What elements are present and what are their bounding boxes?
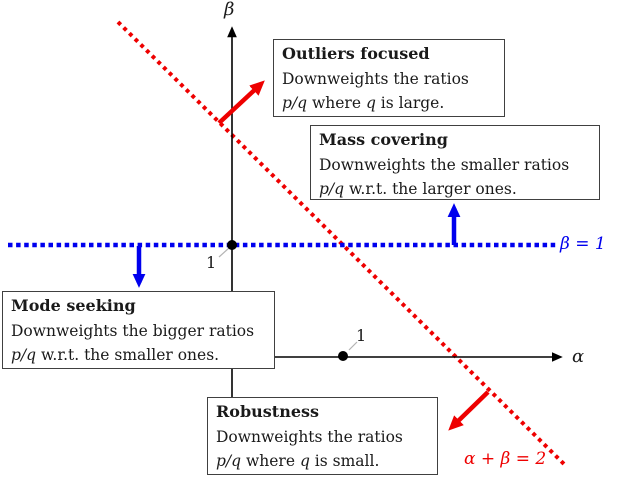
outliers-box-line1: Downweights the ratios (282, 69, 469, 88)
beta-tick-leader (218, 247, 230, 258)
beta-tick-1-label: 1 (206, 253, 217, 272)
robustness-box-title: Robustness (216, 402, 320, 421)
mass-box-line1: Downweights the smaller ratios (319, 155, 570, 174)
robustness-box-line1: Downweights the ratios (216, 427, 403, 446)
mass-box-title: Mass covering (319, 130, 448, 149)
outliers-box-title: Outliers focused (282, 44, 430, 63)
outliers-box-line2: p/q where q is large. (282, 94, 445, 112)
beta-axis-label: β (224, 0, 235, 20)
robustness-red-arrow (448, 390, 490, 431)
robustness-box: Robustness Downweights the ratios p/q wh… (207, 397, 438, 475)
mass-covering-box: Mass covering Downweights the smaller ra… (310, 125, 600, 200)
outliers-red-arrow (217, 80, 265, 125)
mode-box-line1: Downweights the bigger ratios (11, 321, 255, 340)
beta-line-label: β = 1 (560, 234, 606, 254)
mass-box-line2: p/q w.r.t. the larger ones. (319, 180, 517, 198)
mode-box-line2: p/q w.r.t. the smaller ones. (11, 346, 220, 364)
alpha-equals-1-point (338, 351, 348, 361)
robustness-box-line2: p/q where q is small. (216, 452, 380, 470)
alpha-axis-label: α (572, 346, 585, 367)
mode-seeking-box: Mode seeking Downweights the bigger rati… (2, 291, 275, 369)
mode-box-title: Mode seeking (11, 296, 136, 315)
beta-equals-1-point (227, 240, 237, 250)
alpha-tick-leader (348, 341, 358, 351)
outliers-focused-box: Outliers focused Downweights the ratios … (273, 39, 505, 117)
sum-line-label: α + β = 2 (464, 449, 547, 469)
alpha-tick-1-label: 1 (356, 326, 367, 345)
